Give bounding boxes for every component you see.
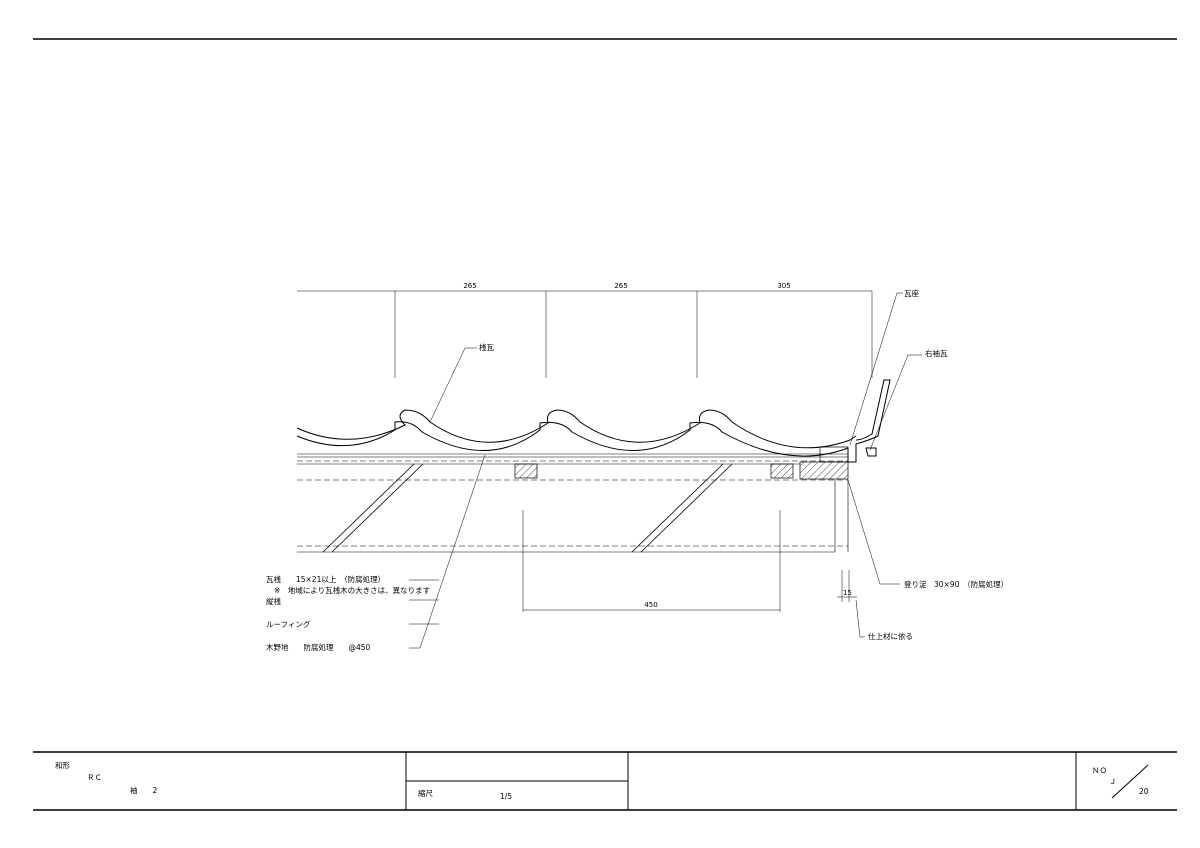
eave-batten-section [799, 461, 849, 480]
title-name-line3: 袖 2 [130, 785, 157, 795]
top-dimension-lines [297, 290, 873, 378]
label-roofing: ルーフィング [266, 619, 311, 629]
label-sode-kawara: 右袖瓦 [925, 348, 948, 358]
title-name-line2: ＲＣ [87, 773, 102, 782]
sheet-total: 20 [1139, 787, 1149, 796]
label-nojiita: 木野地 防腐処理 @450 [266, 642, 371, 652]
dimension-265-a: 265 [463, 282, 476, 290]
sheet-code: Ｊ [1109, 777, 1117, 786]
scale-label: 縮尺 [418, 788, 433, 798]
scale-value: 1/5 [500, 792, 512, 801]
label-kawara-za: 瓦座 [904, 288, 919, 298]
label-kawarasan: 瓦桟 15×21以上 （防腐処理） [266, 574, 385, 584]
roof-tiles [296, 409, 857, 457]
batten-spacing-dimension [522, 510, 781, 612]
label-finish-note: 仕上材に依る [868, 631, 913, 641]
dimension-305: 305 [777, 282, 790, 290]
sheet-no-label: ＮＯ [1092, 766, 1107, 775]
diagonal-rafters [322, 463, 733, 553]
label-tatesan: 縦桟 [266, 596, 281, 606]
batten-lines [297, 453, 849, 553]
label-sangawara: 桟瓦 [479, 342, 494, 352]
batten-section-a [514, 463, 538, 479]
right-sleeve-tile [847, 379, 891, 463]
dimension-15: 15 [843, 589, 852, 597]
label-eave-batten: 登り淀 30×90 （防腐処理） [904, 579, 1008, 589]
kawara-za-block [819, 446, 849, 463]
label-kawarasan-note: ※ 地域により瓦桟木の大きさは、異なります [274, 585, 430, 595]
leader-lines [409, 292, 922, 649]
dimension-265-b: 265 [614, 282, 627, 290]
title-block [33, 751, 1177, 811]
dimension-450: 450 [644, 601, 657, 609]
batten-section-b [770, 463, 794, 479]
finish-offset-dimension [837, 570, 857, 602]
title-name-line1: 和形 [55, 761, 70, 770]
